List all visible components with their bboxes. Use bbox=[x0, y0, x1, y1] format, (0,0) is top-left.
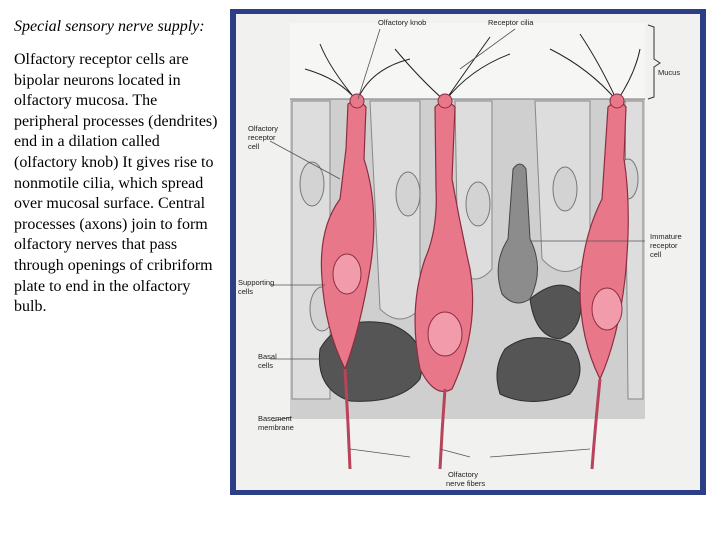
leader-lines bbox=[269, 28, 645, 458]
label-basement-2: membrane bbox=[258, 423, 294, 432]
label-supporting-2: cells bbox=[238, 287, 253, 296]
immature-receptor-cell bbox=[497, 163, 538, 304]
olfactory-knobs bbox=[349, 93, 625, 109]
olfactory-nerve-fibers bbox=[343, 368, 602, 470]
label-basal-1: Basal bbox=[258, 352, 277, 361]
mucus-brace bbox=[647, 24, 661, 100]
slide-subtitle: Special sensory nerve supply: bbox=[14, 18, 205, 35]
receptor-nuclei bbox=[332, 253, 623, 357]
olfactory-epithelium-figure: Olfactory knob Receptor cilia Mucus Olfa… bbox=[230, 9, 706, 495]
label-fibers-2: nerve fibers bbox=[446, 479, 485, 488]
label-mucus: Mucus bbox=[658, 68, 680, 77]
text-panel: Special sensory nerve supply: Olfactory … bbox=[14, 16, 219, 318]
label-olfactory-knob: Olfactory knob bbox=[378, 18, 426, 27]
label-supporting-1: Supporting bbox=[238, 278, 274, 287]
label-receptor-cilia: Receptor cilia bbox=[488, 18, 534, 27]
label-receptor-cell-1: Olfactory bbox=[248, 124, 278, 133]
label-receptor-cell-3: cell bbox=[248, 142, 260, 151]
label-immature-3: cell bbox=[650, 250, 662, 259]
label-immature-2: receptor bbox=[650, 241, 678, 250]
label-receptor-cell-2: receptor bbox=[248, 133, 276, 142]
slide-body-text: Olfactory receptor cells are bipolar neu… bbox=[14, 51, 218, 316]
mucus-layer bbox=[290, 23, 645, 99]
label-fibers-1: Olfactory bbox=[448, 470, 478, 479]
label-basement-1: Basement bbox=[258, 414, 293, 423]
label-immature-1: Immature bbox=[650, 232, 682, 241]
label-basal-2: cells bbox=[258, 361, 273, 370]
